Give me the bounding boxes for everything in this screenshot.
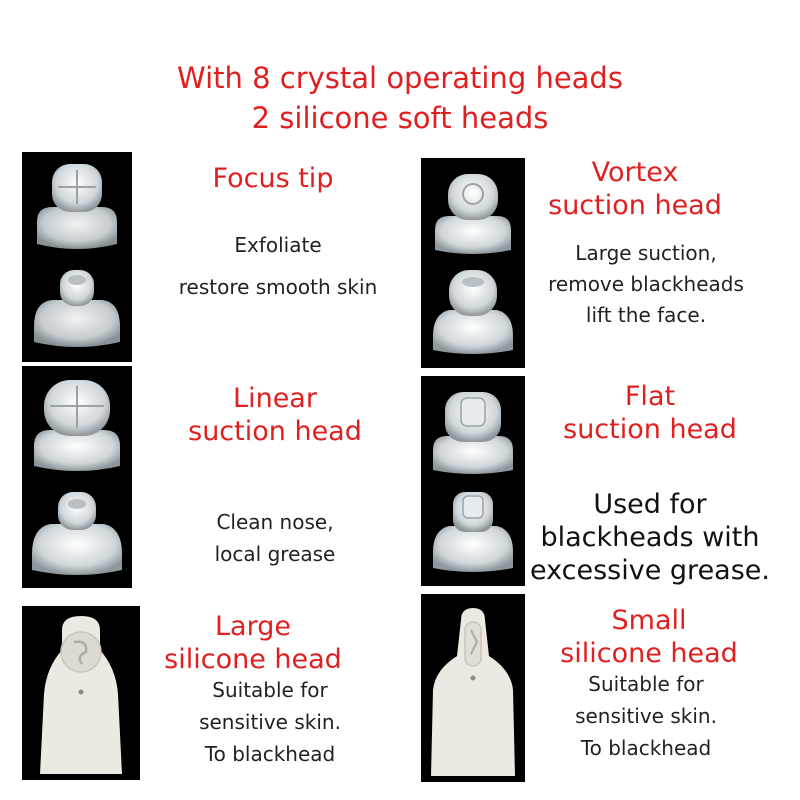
title-focus-tip: Focus tip xyxy=(212,163,334,194)
title-large-silicone: Large silicone head xyxy=(164,611,342,675)
title-small-silicone: Small silicone head xyxy=(560,605,738,669)
title-flat: Flat suction head xyxy=(563,381,737,445)
desc-large-silicone: Suitable for sensitive skin. To blackhea… xyxy=(199,678,341,766)
silicone-head-large-icon xyxy=(40,616,122,774)
silicone-head-small-icon xyxy=(431,608,515,776)
desc-focus-tip: Exfoliate restore smooth skin xyxy=(178,233,378,299)
desc-linear: Clean nose, local grease xyxy=(214,510,336,566)
crystal-head-linear-icon xyxy=(32,380,122,575)
title-linear: Linear suction head xyxy=(188,383,362,447)
desc-small-silicone: Suitable for sensitive skin. To blackhea… xyxy=(575,672,717,760)
panel-vortex xyxy=(421,158,525,368)
panel-large-silicone xyxy=(22,606,140,780)
desc-vortex: Large suction, remove blackheads lift th… xyxy=(548,241,744,327)
headline: With 8 crystal operating heads 2 silicon… xyxy=(0,58,800,138)
headline-line-2: 2 silicone soft heads xyxy=(251,101,549,135)
headline-line-1: With 8 crystal operating heads xyxy=(177,61,623,95)
panel-linear xyxy=(22,366,132,588)
desc-flat: Used for blackheads with excessive greas… xyxy=(530,489,770,586)
crystal-head-vortex-icon xyxy=(433,174,513,354)
panel-flat xyxy=(421,376,525,586)
crystal-head-flat-icon xyxy=(433,392,513,572)
panel-small-silicone xyxy=(421,594,525,782)
title-vortex: Vortex suction head xyxy=(548,157,722,221)
panel-focus-tip xyxy=(22,152,132,362)
crystal-head-focus-tip-icon xyxy=(34,164,120,347)
